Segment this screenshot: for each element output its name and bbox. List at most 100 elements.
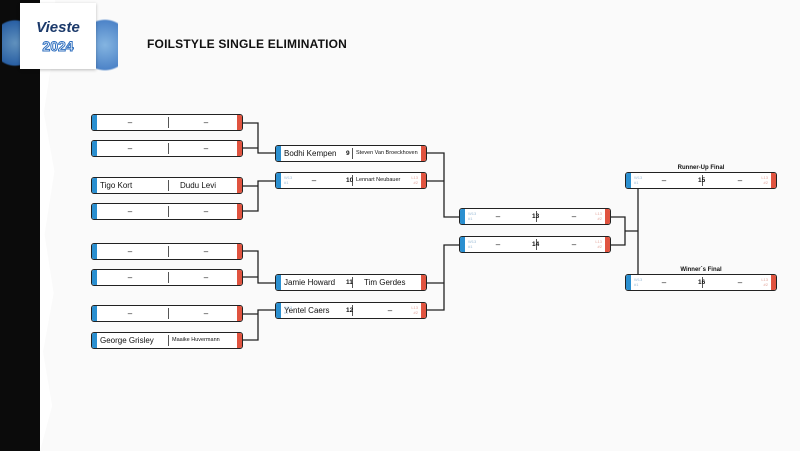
player-2-name: Maaike Huvermann: [172, 337, 220, 343]
player-1-name: –: [127, 144, 133, 153]
slot-divider: [702, 175, 703, 186]
player-2-name: –: [387, 306, 393, 315]
match-slot-m7[interactable]: ––: [91, 305, 243, 322]
seed-placeholder-right: L13#2: [761, 175, 768, 185]
player-1-name: George Grisley: [100, 336, 154, 345]
slot-divider: [168, 308, 169, 319]
player-1-name: Yentel Caers: [284, 306, 330, 315]
seed-rank: #2: [597, 243, 602, 249]
match-slot-m5[interactable]: ––: [91, 243, 243, 260]
slot-divider: [536, 239, 537, 250]
slot-divider: [536, 211, 537, 222]
seed-rank: #1: [284, 309, 289, 315]
seed-placeholder-right: L13#2: [761, 277, 768, 287]
match-number: 12: [346, 307, 354, 314]
logo-year: 2024: [42, 38, 74, 55]
seed-placeholder-left: W13#1: [634, 277, 643, 287]
match-number: 11: [346, 279, 353, 286]
player-1-name: –: [495, 240, 501, 249]
seed-placeholder-right: L13#2: [411, 175, 418, 185]
seed-placeholder-right: L13#2: [595, 239, 602, 249]
match-slot-m4[interactable]: ––: [91, 203, 243, 220]
seed-rank: #2: [597, 215, 602, 221]
slot-divider: [168, 206, 169, 217]
page-title: FOILSTYLE SINGLE ELIMINATION: [147, 37, 348, 51]
seed-rank: #1: [284, 179, 289, 185]
connector-m11-m12: [427, 244, 459, 311]
player-1-name: Jamie Howard: [284, 278, 336, 287]
player-2-name: –: [203, 144, 209, 153]
player-1-name: –: [661, 176, 667, 185]
seed-placeholder-left: W13#1: [284, 175, 293, 185]
match-slot-m2[interactable]: ––: [91, 140, 243, 157]
seed-placeholder-left: W13#1: [284, 305, 293, 315]
connector-m1-m2: [243, 122, 275, 154]
slot-divider: [168, 143, 169, 154]
player-2-name: Dudu Levi: [180, 181, 217, 190]
seed-placeholder-left: W13#1: [634, 175, 643, 185]
seed-code: L13: [595, 239, 602, 244]
player-2-name: –: [571, 240, 577, 249]
seed-rank: #2: [763, 281, 768, 287]
slot-divider: [352, 175, 353, 186]
slot-divider: [168, 117, 169, 128]
player-2-name: Tim Gerdes: [364, 278, 406, 287]
seed-rank: #1: [634, 281, 639, 287]
event-logo: Vieste 2024: [20, 3, 96, 69]
player-1-name: –: [661, 278, 667, 287]
seed-code: W13: [284, 175, 293, 180]
player-1-name: Bodhi Kempen: [284, 149, 337, 158]
player-2-name: –: [737, 278, 743, 287]
slot-divider: [168, 335, 169, 346]
match-number: 16: [698, 279, 706, 286]
seed-placeholder-left: W13#1: [468, 239, 477, 249]
seed-code: L13: [761, 175, 768, 180]
seed-rank: #2: [763, 179, 768, 185]
match-slot-m16[interactable]: – – 16 W13#1 L13#2: [625, 274, 777, 291]
player-1-name: –: [127, 273, 133, 282]
match-slot-m11[interactable]: Jamie Howard Tim Gerdes 11: [275, 274, 427, 291]
slot-divider: [352, 277, 353, 288]
match-slot-m8[interactable]: George Grisley Maaike Huvermann: [91, 332, 243, 349]
match-number: 10: [346, 177, 354, 184]
slot-divider: [352, 148, 353, 159]
player-2-name: –: [203, 118, 209, 127]
logo-paint-splash-right: [92, 10, 118, 80]
player-1-name: –: [311, 176, 317, 185]
seed-code: L13: [411, 305, 418, 310]
paper-background: [40, 0, 800, 451]
slot-divider: [168, 180, 169, 191]
slot-divider: [702, 277, 703, 288]
seed-rank: #1: [468, 243, 473, 249]
match-slot-m1[interactable]: ––: [91, 114, 243, 131]
seed-code: L13: [411, 175, 418, 180]
player-1-name: –: [127, 207, 133, 216]
left-dark-strip: [0, 0, 40, 451]
seed-code: L13: [761, 277, 768, 282]
seed-code: W13: [634, 175, 643, 180]
seed-rank: #2: [413, 309, 418, 315]
seed-code: W13: [284, 305, 293, 310]
runner-up-final-label: Runner-Up Final: [677, 165, 725, 171]
seed-code: W13: [634, 277, 643, 282]
player-2-name: –: [203, 207, 209, 216]
match-number: 13: [532, 213, 540, 220]
seed-code: W13: [468, 239, 477, 244]
player-2-name: Steven Van Broeckhoven: [356, 150, 418, 156]
player-1-name: –: [127, 118, 133, 127]
match-slot-m12[interactable]: Yentel Caers – 12 W13#1 L13#2: [275, 302, 427, 319]
player-1-name: –: [127, 309, 133, 318]
seed-rank: #1: [468, 215, 473, 221]
match-slot-m6[interactable]: ––: [91, 269, 243, 286]
player-1-name: –: [495, 212, 501, 221]
logo-wordmark: Vieste: [36, 19, 80, 36]
player-2-name: –: [203, 247, 209, 256]
seed-placeholder-right: L13#2: [595, 211, 602, 221]
